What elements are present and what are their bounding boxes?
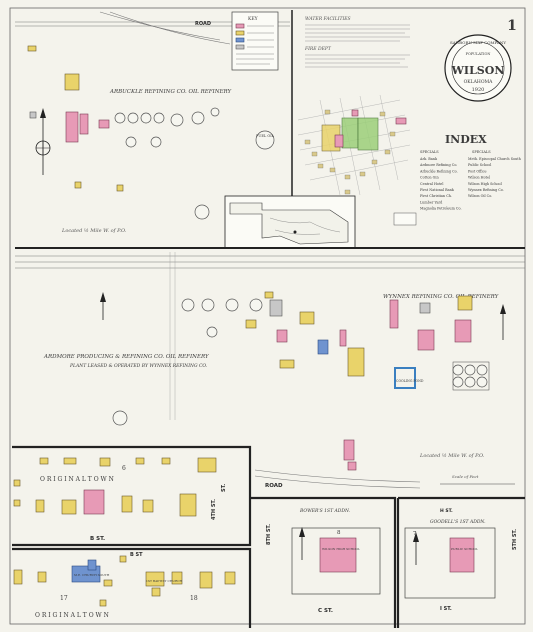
road-bottom-2 [254,475,421,489]
fourth-street-label: 4TH ST. [211,499,217,520]
key-swatch-iron [235,44,245,50]
key-text-lines [236,25,274,65]
key-swatch-stone [235,37,245,43]
b-street-label: B ST. [90,536,105,542]
ardmore-refinery [112,291,365,471]
fire-dept-heading: FIRE DEPT [304,46,332,52]
north-arrow-right [500,304,506,340]
index-right-entry: Public School [468,163,491,167]
i-street-label: I ST. [440,606,452,612]
located-note-bottom: Located ½ Mile W. of P.O. [419,452,485,459]
original-town-label-bottom: O R I G I N A L T O W N [35,612,109,619]
index-right-entry: Wilson Hotel [468,176,490,180]
index-right-entry: Wilson Oil Co. [468,194,492,198]
index-left-entry: Arbuckle Refining Co. [419,169,458,173]
key-swatch-frame [235,30,245,36]
block-6-label: 6 [122,465,126,472]
ardmore-plant-note: PLANT LEASED & OPERATED BY WYNNEX REFINI… [69,363,208,369]
key-swatch-brick [235,23,245,29]
key-heading: KEY [248,16,259,22]
block-7-outline [404,527,496,599]
index-left-entry: Ark. Bank [419,157,438,161]
original-town-buildings-upper [13,457,217,517]
block-18-label: 18 [190,595,198,602]
public-school-building [449,537,475,573]
frame-goodells-addn [396,496,525,628]
index-left-entry: Central Hotel [420,182,443,186]
town-plat [297,94,411,196]
plat-note-box [393,212,417,226]
sheet-border [9,7,526,625]
cooling-pond-label: COOLING POND [396,379,424,383]
fire-dept-text [305,54,410,68]
eighth-street-label: 8TH ST. [266,524,272,545]
road-bottom [254,469,421,483]
public-school-label: PUBLIC SCHOOL [451,547,478,551]
index-left-entry: First National Bank [420,188,455,192]
wilson-high-school-label: WILSON HIGH SCHOOL [322,547,360,551]
wynnex-refinery [389,295,490,391]
title-seal: SANBORN MAP COMPANY WILSON OKLAHOMA 1920… [444,34,512,102]
ardmore-refinery-label: ARDMORE PRODUCING & REFINING CO. OIL REF… [43,354,210,360]
church-1-label: M.E. CHURCH SOUTH [74,573,110,577]
church-2-label: 1ST BAPTIST CHURCH [146,579,182,583]
fifth-street-label: 5TH ST. [512,529,518,550]
index-heading: INDEX [445,133,487,146]
goodells-addn-label: GOODELL'S 1ST ADDN. [430,519,486,525]
north-arrow-middle [100,292,106,320]
index-right-entry: Meth. Episcopal Church South [468,157,522,161]
sheet-number: 1 [507,18,517,34]
railroad-middle [15,252,525,420]
bowers-addn-label: BOWER'S 1ST ADDN. [299,508,351,514]
north-arrow-bottom-middle [299,527,305,560]
scale-label: Scale of Feet [452,474,479,479]
index-right-entry: Wilson High School [468,182,502,186]
index-left-entry: Lumber Yard [420,200,443,204]
road-curve-top-2 [109,11,231,45]
water-facilities-text [305,24,410,42]
index-left-entry: Cotton Gin [420,176,439,180]
index-left-entry: Magnolia Petroleum Co. [420,207,462,211]
block-17-label: 17 [60,595,68,602]
b-street-label-2: B ST [130,552,143,558]
index-right-entry: Post Office [468,169,487,173]
wilson-high-school-building [319,537,357,573]
located-note-top: Located ½ Mile W. of P.O. [61,227,127,234]
seal-town: WILSON [451,64,505,77]
road-label-bottom: ROAD [265,483,283,489]
frame-original-town-lower [12,547,252,628]
block-8-outline [291,527,381,595]
c-street-label: C ST. [318,608,333,614]
seal-state: OKLAHOMA [464,79,494,85]
arbuckle-refinery [27,45,275,220]
h-street-label: H ST. [440,508,453,514]
index-left-entry: Ardmore Refining Co. [419,163,457,167]
north-arrow-bottom-right [413,532,419,565]
index-right-entry: Wynnex Refining Co. [468,188,504,192]
index-left-header: SPECIALS [420,150,439,154]
seal-year: 1920 [472,87,485,93]
road-label-top: ROAD [195,21,211,27]
water-facilities-heading: WATER FACILITIES [305,16,351,22]
original-town-buildings-lower [13,555,236,607]
arbuckle-refinery-label: ARBUCKLE REFINING CO. OIL REFINERY [109,89,233,95]
index-left-entry: First Christian Ch. [420,194,452,198]
wynnex-refinery-label: WYNNEX REFINING CO. OIL REFINERY [383,294,500,300]
frame-bowers-addn [250,496,397,628]
north-arrow-top [35,108,51,175]
fuel-oil-label: FUEL OIL [256,134,275,138]
block-7-label: 7 [413,531,417,537]
seal-population: POPULATION [466,52,491,56]
block-8-label: 8 [337,530,341,536]
index-right-header: SPECIALS [472,150,491,154]
seal-company: SANBORN MAP COMPANY [450,40,506,45]
frame-original-town-upper [12,445,252,547]
street-label-vertical: ST. [221,484,227,492]
original-town-label-top: O R I G I N A L T O W N [40,476,114,483]
oklahoma-locator-inset [224,195,356,249]
